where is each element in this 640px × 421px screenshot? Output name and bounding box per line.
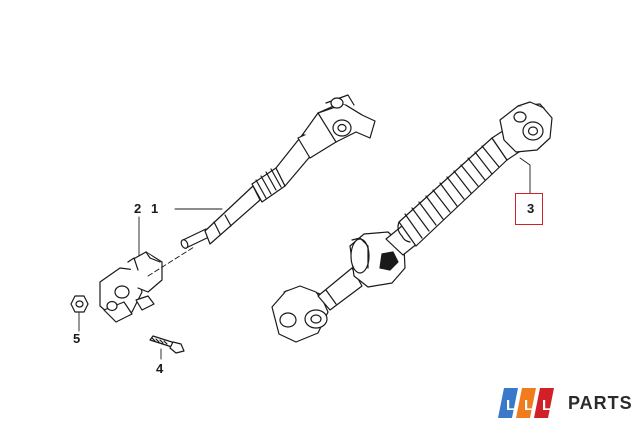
logo-wordmark: PARTS (568, 393, 633, 413)
upper-steering-shaft (180, 94, 376, 249)
dashed-alignment-line (147, 246, 195, 277)
callout-4: 4 (156, 361, 164, 376)
svg-text:L: L (524, 397, 533, 414)
callout-3: 3 (527, 201, 535, 216)
callout-1: 1 (151, 201, 159, 216)
highlight-box (515, 193, 543, 225)
callout-5: 5 (73, 331, 81, 346)
brand-logo: L L L (498, 388, 554, 418)
leader-line-3 (519, 157, 531, 194)
clamp-bracket (99, 251, 163, 323)
svg-text:L: L (542, 397, 551, 414)
logo-mark: L L L (498, 388, 554, 418)
callout-2: 2 (134, 201, 142, 216)
bolt (149, 335, 185, 354)
svg-text:L: L (506, 397, 515, 414)
lower-steering-shaft (271, 101, 553, 343)
hex-nut (70, 295, 89, 313)
